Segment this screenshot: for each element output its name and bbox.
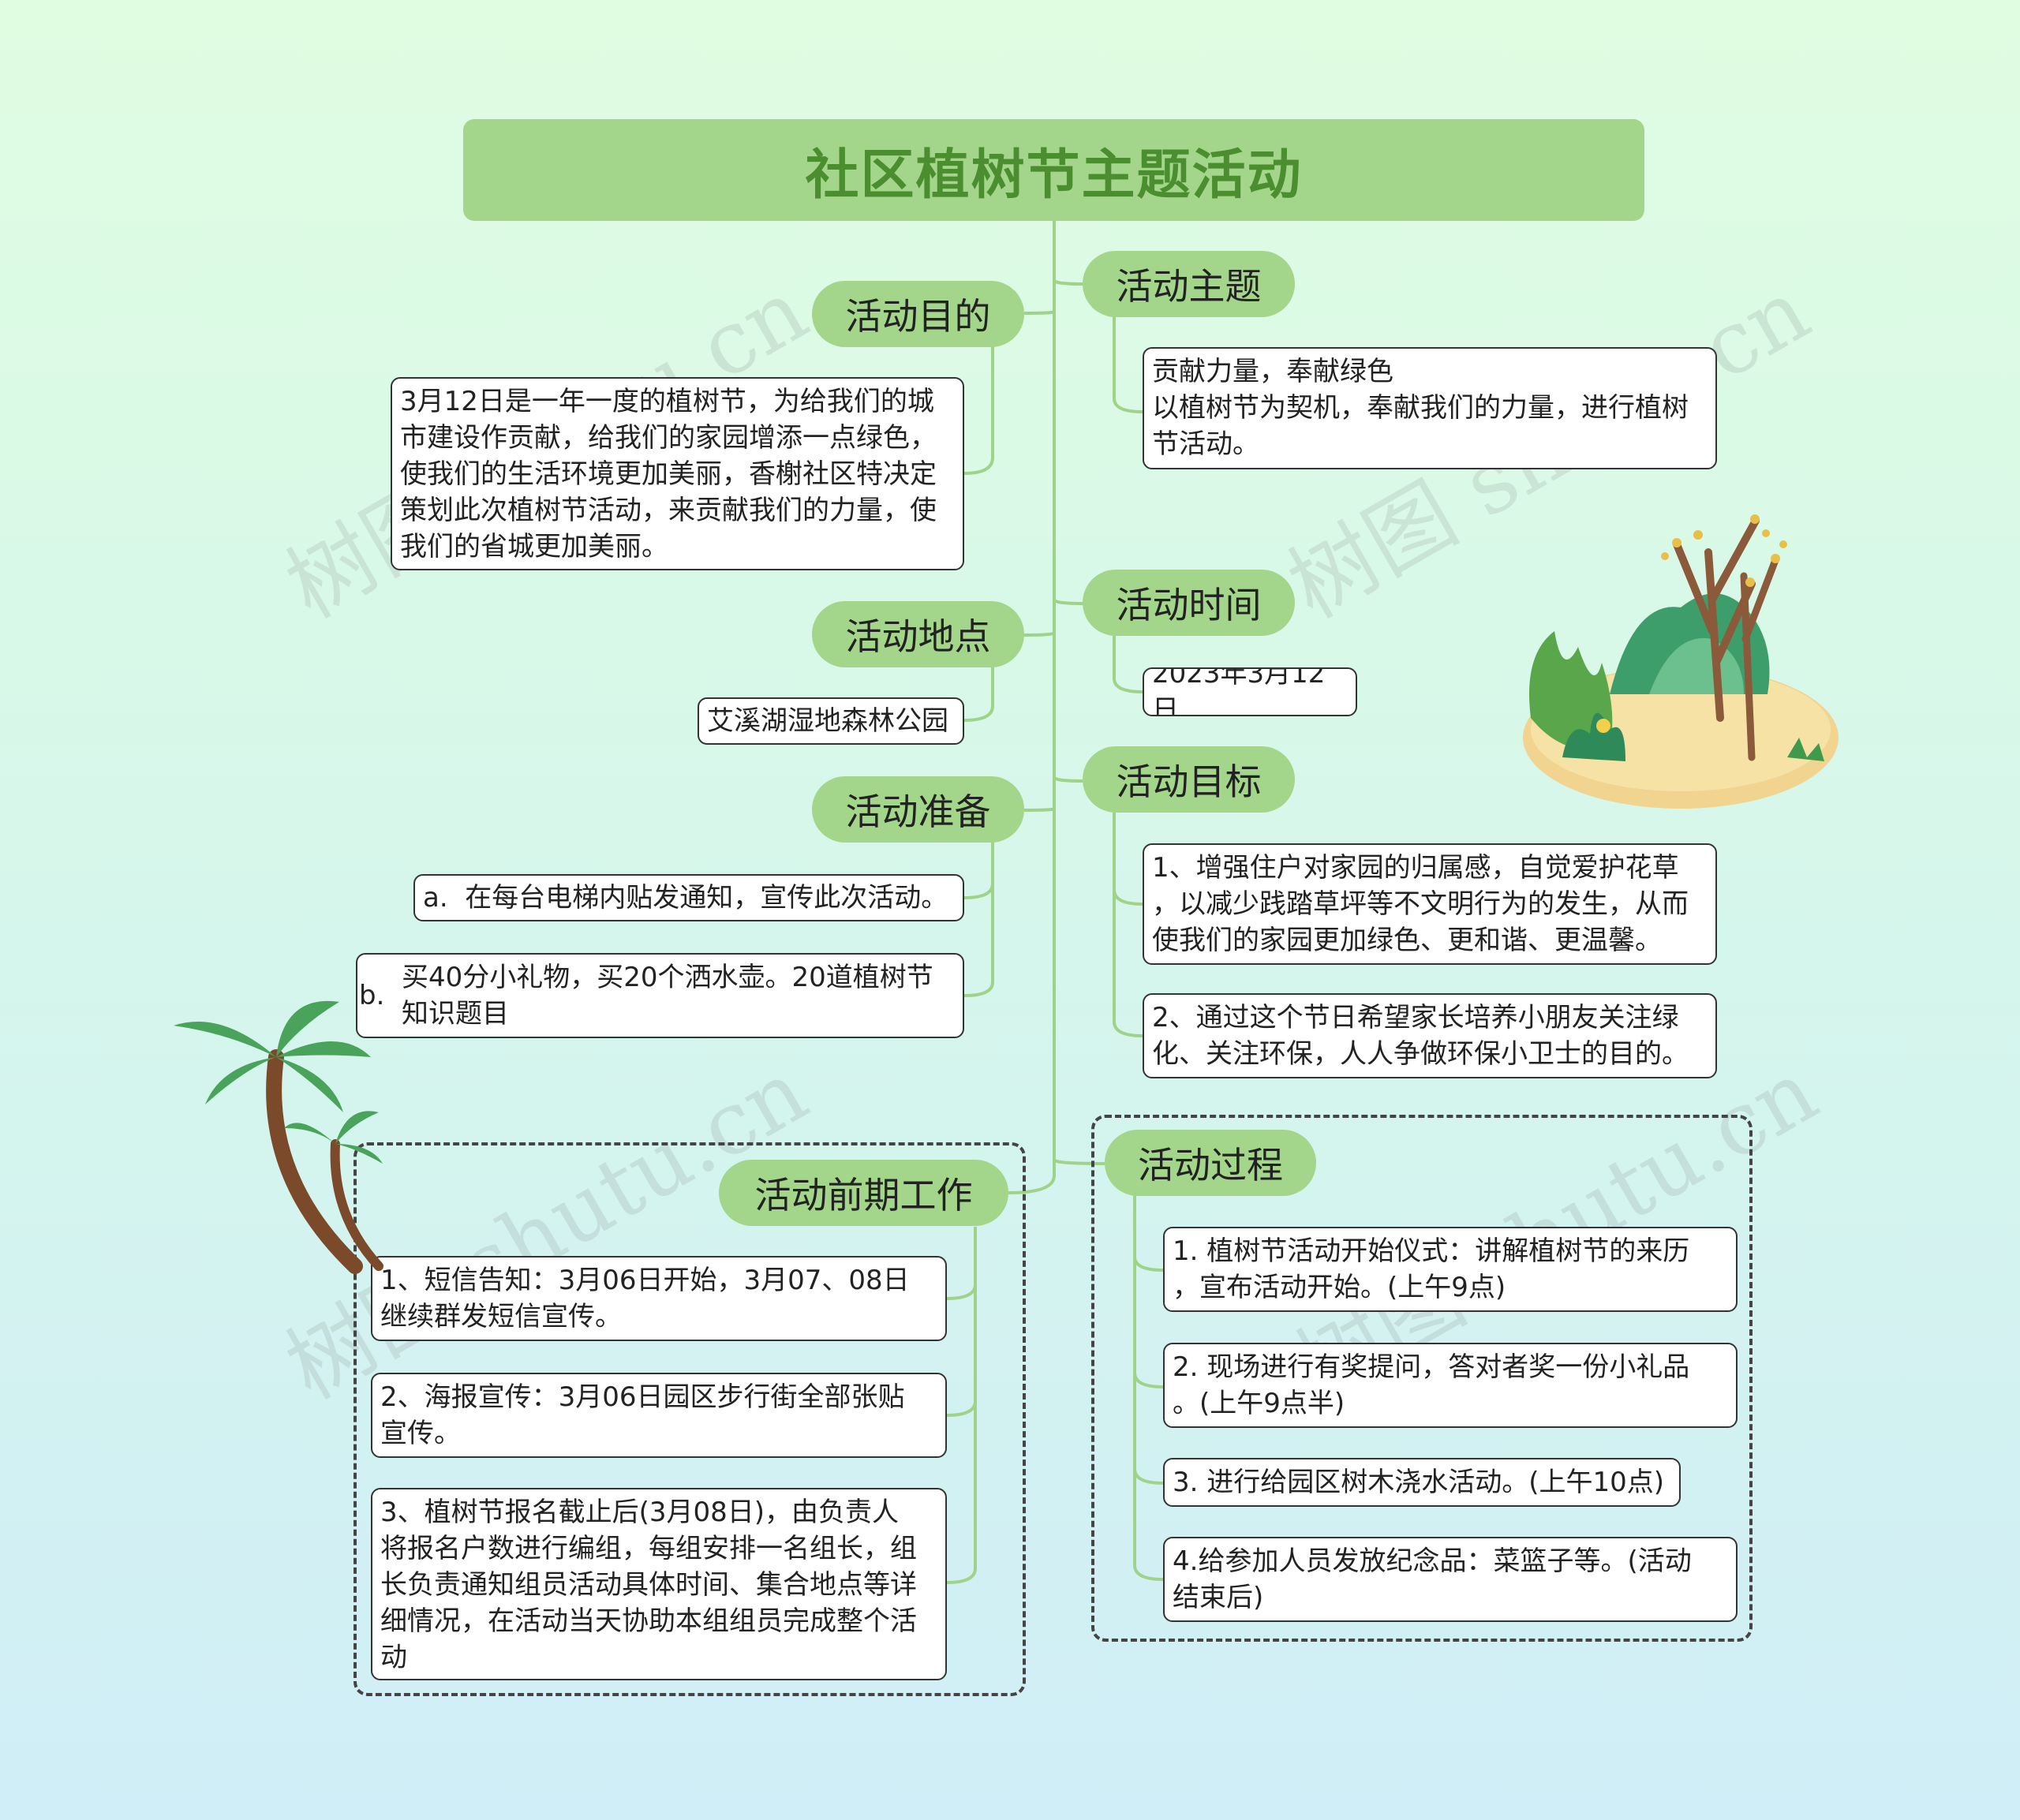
leaf-goal-2[interactable]: 2、通过这个节日希望家长培养小朋友关注绿 化、关注环保，人人争做环保小卫士的目的…: [1143, 993, 1717, 1078]
branch-process[interactable]: 活动过程: [1105, 1130, 1316, 1196]
branch-location[interactable]: 活动地点: [812, 601, 1024, 667]
process-3-label: 3. 进行给园区树木浇水活动。(上午10点): [1173, 1467, 1665, 1498]
leaf-theme-text[interactable]: 贡献力量，奉献绿色 以植树节为契机，奉献我们的力量，进行植树 节活动。: [1143, 347, 1717, 469]
leaf-process-2[interactable]: 2. 现场进行有奖提问，答对者奖一份小礼品 。(上午9点半): [1163, 1343, 1738, 1428]
leaf-time-text[interactable]: 2023年3月12日: [1143, 667, 1357, 716]
leaf-purpose-text[interactable]: 3月12日是一年一度的植树节，为给我们的城 市建设作贡献，给我们的家园增添一点绿…: [391, 377, 964, 570]
leaf-goal-1[interactable]: 1、增强住户对家园的归属感，自觉爱护花草 ，以减少践踏草坪等不文明行为的发生，从…: [1143, 843, 1717, 965]
branch-preparation[interactable]: 活动准备: [812, 776, 1024, 843]
island-illustration: [1523, 514, 1839, 809]
process-boundary: [1091, 1115, 1753, 1642]
branch-purpose[interactable]: 活动目的: [812, 281, 1024, 347]
prep-a-label: a. 在每台电梯内贴发通知，宣传此次活动。: [423, 882, 948, 914]
palm-tree-illustration: [174, 1000, 383, 1274]
leaf-pre-work-3[interactable]: 3、植树节报名截止后(3月08日)，由负责人 将报名户数进行编组，每组安排一名组…: [371, 1488, 947, 1680]
time-label: 2023年3月12日: [1152, 667, 1326, 716]
leaf-process-1[interactable]: 1. 植树节活动开始仪式：讲解植树节的来历 ，宣布活动开始。(上午9点): [1163, 1227, 1738, 1312]
leaf-prep-a[interactable]: a. 在每台电梯内贴发通知，宣传此次活动。: [413, 874, 964, 921]
prep-b-label: 买40分小礼物，买20个洒水壶。20道植树节 知识题目: [402, 962, 933, 1030]
central-topic[interactable]: 社区植树节主题活动: [463, 119, 1644, 221]
leaf-pre-work-1[interactable]: 1、短信告知：3月06日开始，3月07、08日 继续群发短信宣传。: [371, 1256, 947, 1341]
branch-theme[interactable]: 活动主题: [1083, 251, 1295, 317]
branch-goal[interactable]: 活动目标: [1083, 746, 1295, 813]
location-label: 艾溪湖湿地森林公园: [707, 705, 948, 737]
prep-b-marker: b.: [359, 980, 385, 1011]
leaf-process-4[interactable]: 4.给参加人员发放纪念品：菜篮子等。(活动 结束后): [1163, 1537, 1738, 1622]
leaf-prep-b[interactable]: b. 买40分小礼物，买20个洒水壶。20道植树节 知识题目: [356, 953, 964, 1038]
leaf-location-text[interactable]: 艾溪湖湿地森林公园: [698, 697, 964, 745]
pre-work-boundary: [354, 1142, 1026, 1696]
branch-pre-work[interactable]: 活动前期工作: [719, 1160, 1008, 1226]
leaf-pre-work-2[interactable]: 2、海报宣传：3月06日园区步行街全部张贴 宣传。: [371, 1373, 947, 1458]
branch-time[interactable]: 活动时间: [1083, 570, 1295, 636]
leaf-process-3[interactable]: 3. 进行给园区树木浇水活动。(上午10点): [1163, 1458, 1681, 1507]
